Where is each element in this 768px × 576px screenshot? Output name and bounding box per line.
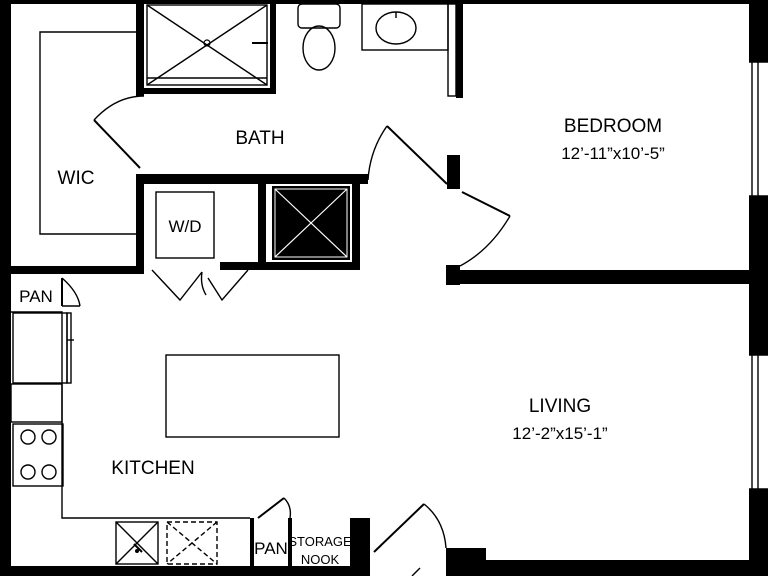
kitchen-island [165, 354, 340, 438]
window-living [749, 354, 768, 490]
door-wic [93, 95, 145, 169]
bedroom-label: BEDROOM [564, 116, 662, 137]
cooktop [12, 423, 64, 487]
door-bath [367, 125, 448, 185]
wd-label: W/D [168, 217, 201, 236]
bedroom-dimensions: 12’-11”x10’-5” [561, 144, 665, 163]
wic-label: WIC [58, 168, 95, 189]
living-dimensions: 12’-2”x15’-1” [512, 424, 608, 443]
kitchen-label: KITCHEN [111, 458, 194, 479]
kitchen-counter [10, 311, 250, 519]
bath-sink [361, 3, 457, 97]
door-entry [373, 503, 447, 576]
door-laundry [151, 269, 249, 302]
shower [146, 4, 268, 86]
storage-label-line2: NOOK [301, 552, 340, 567]
bath-label: BATH [235, 128, 284, 149]
wic-shelf [39, 31, 136, 235]
window-bedroom [749, 61, 768, 197]
door-pantry-bottom [257, 497, 292, 519]
kitchen-sink [115, 521, 159, 565]
door-pantry-top [61, 277, 81, 307]
door-bedroom [459, 191, 511, 267]
living-label: LIVING [529, 396, 591, 417]
storage-label-line1: STORAGE [288, 534, 352, 549]
pan-bottom-label: PAN [254, 539, 288, 558]
shaft [272, 186, 350, 260]
washer-dryer [155, 191, 215, 259]
pan-top-label: PAN [19, 287, 53, 306]
toilet [297, 3, 341, 71]
dishwasher [166, 521, 218, 565]
